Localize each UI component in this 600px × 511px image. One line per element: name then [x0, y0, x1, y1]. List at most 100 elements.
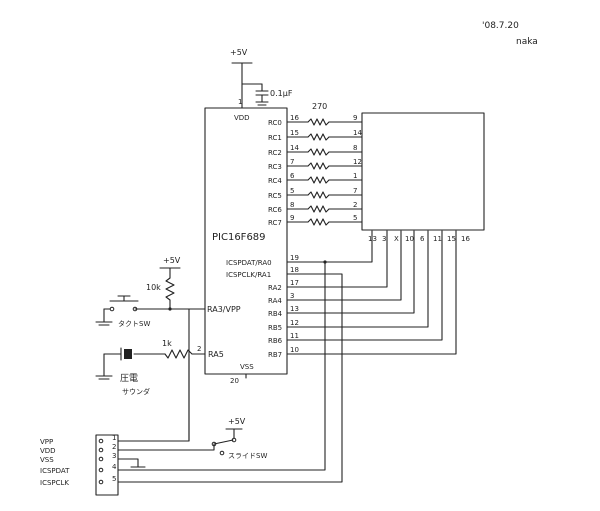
display-bottom-pin: X	[394, 235, 399, 243]
piezo-buzzer-icon	[124, 349, 132, 359]
display-pin-number: 9	[353, 114, 357, 122]
segment-resistor	[307, 148, 330, 156]
segment-resistor	[307, 176, 330, 184]
mcu-pin-label: ICSPCLK/RA1	[226, 271, 271, 279]
icsp-pin-number: 4	[112, 463, 117, 471]
display-pin-number: 5	[353, 214, 357, 222]
vpp-wire	[117, 353, 190, 442]
display-segment-pins: 9 14 8 12 1 7 2 5	[353, 114, 362, 222]
mcu-pin-number: 5	[290, 187, 294, 195]
vcc-label-top: +5V	[230, 48, 248, 57]
digit-wire	[286, 230, 443, 341]
segment-resistor	[307, 133, 330, 141]
mcu-pin-number: 12	[290, 319, 299, 327]
buzzer-label-2: サウンダ	[122, 387, 150, 396]
reset-vcc-label: +5V	[163, 256, 181, 265]
mcu-pin-label: RC6	[268, 206, 282, 214]
mcu-pin-number: 10	[290, 346, 299, 354]
display-pin-number: 8	[353, 144, 357, 152]
mcu-pin-label: RC0	[268, 119, 282, 127]
icsp-pin-hole	[98, 456, 104, 462]
author-text: naka	[516, 37, 538, 47]
vdd-wire	[117, 443, 215, 451]
slide-switch-icon	[213, 439, 234, 445]
icsp-pin-number: 3	[112, 452, 116, 460]
segment-resistor	[307, 205, 330, 213]
display-bottom-pin: 10	[405, 235, 414, 243]
segment-resistor	[307, 191, 330, 199]
pullup-resistor	[165, 277, 175, 301]
mcu-pin-number: 6	[290, 172, 295, 180]
mcu-pin-number: 14	[290, 144, 299, 152]
display-bottom-pin: 15	[447, 235, 456, 243]
icsp-connector	[95, 434, 119, 496]
mcu-pin-label: RC5	[268, 192, 282, 200]
icsp-pin-hole	[98, 479, 104, 485]
display-pin-number: 2	[353, 201, 357, 209]
tact-switch-label: タクトSW	[118, 319, 150, 328]
icsp-label: ICSPDAT	[40, 467, 70, 475]
digit-wire	[286, 230, 388, 288]
buzzer-label-1: 圧電	[120, 373, 138, 384]
icsp-pin-number: 5	[112, 475, 116, 483]
segment-resistor	[307, 162, 330, 170]
mcu-pin-number: 17	[290, 279, 299, 287]
digit-wire	[286, 230, 373, 263]
mcu-pin-label: RB4	[268, 310, 283, 318]
icsp-label: VDD	[40, 447, 56, 455]
mcu-pin-number: 18	[290, 266, 299, 274]
mcu-pin-label: RC2	[268, 149, 282, 157]
mcu-vdd-label: VDD	[234, 114, 250, 122]
mcu-pin-number: 15	[290, 129, 299, 137]
display-pin-number: 12	[353, 158, 362, 166]
pin-ra5-number: 2	[197, 345, 201, 353]
mcu-pin-label: ICSPDAT/RA0	[226, 259, 272, 267]
display-bottom-pin: 6	[420, 235, 425, 243]
mcu-name: PIC16F689	[212, 232, 266, 243]
mcu-pin-number: 11	[290, 332, 299, 340]
mcu-pin-label: RC3	[268, 163, 282, 171]
buzzer-resistor	[164, 349, 193, 359]
icsp-pin-number: 2	[112, 443, 116, 451]
cap-label: 0.1μF	[270, 89, 293, 98]
resistor-array-label: 270	[312, 102, 327, 111]
pin-ra3-label: RA3/VPP	[207, 305, 241, 314]
digit-wires	[286, 230, 457, 355]
vss-wire	[117, 458, 139, 461]
display-bottom-pin: 3	[382, 235, 386, 243]
mcu-pin-label: RC1	[268, 134, 282, 142]
icsp-pin-hole	[98, 467, 104, 473]
led-display-module	[361, 112, 485, 231]
slide-switch-label: スライドSW	[228, 452, 267, 460]
icsp-label: VSS	[40, 456, 54, 464]
junction-dot	[323, 260, 327, 264]
icspclk-wire	[117, 273, 343, 483]
junction-dot	[168, 307, 172, 311]
mcu-pin-label: RC7	[268, 219, 282, 227]
display-bottom-pin: 16	[461, 235, 470, 243]
buzzer-resistor-label: 1k	[162, 339, 172, 348]
digit-wire	[286, 230, 457, 355]
mcu-pin-label: RA2	[268, 284, 282, 292]
mcu-pin-number: 19	[290, 254, 299, 262]
display-pin-number: 1	[353, 172, 357, 180]
mcu-pin-number: 7	[290, 158, 294, 166]
mcu-vss-pin: 20	[230, 377, 239, 385]
mcu-pin-number: 3	[290, 292, 294, 300]
digit-wire	[286, 230, 415, 314]
icsp-label: VPP	[40, 438, 53, 446]
slide-vcc-label: +5V	[228, 417, 246, 426]
icsp-pin-hole	[98, 438, 104, 444]
date-text: '08.7.20	[482, 21, 519, 31]
display-pin-number: 14	[353, 129, 362, 137]
segment-resistor	[307, 218, 330, 226]
mcu-pin-number: 8	[290, 201, 294, 209]
mcu-vss-label: VSS	[240, 363, 254, 371]
display-pin-number: 7	[353, 187, 357, 195]
mcu-right-pins: RC016RC115RC214RC37RC46RC55RC68RC79ICSPD…	[226, 114, 299, 359]
resistor-array	[286, 118, 363, 226]
mcu-pin-number: 9	[290, 214, 294, 222]
